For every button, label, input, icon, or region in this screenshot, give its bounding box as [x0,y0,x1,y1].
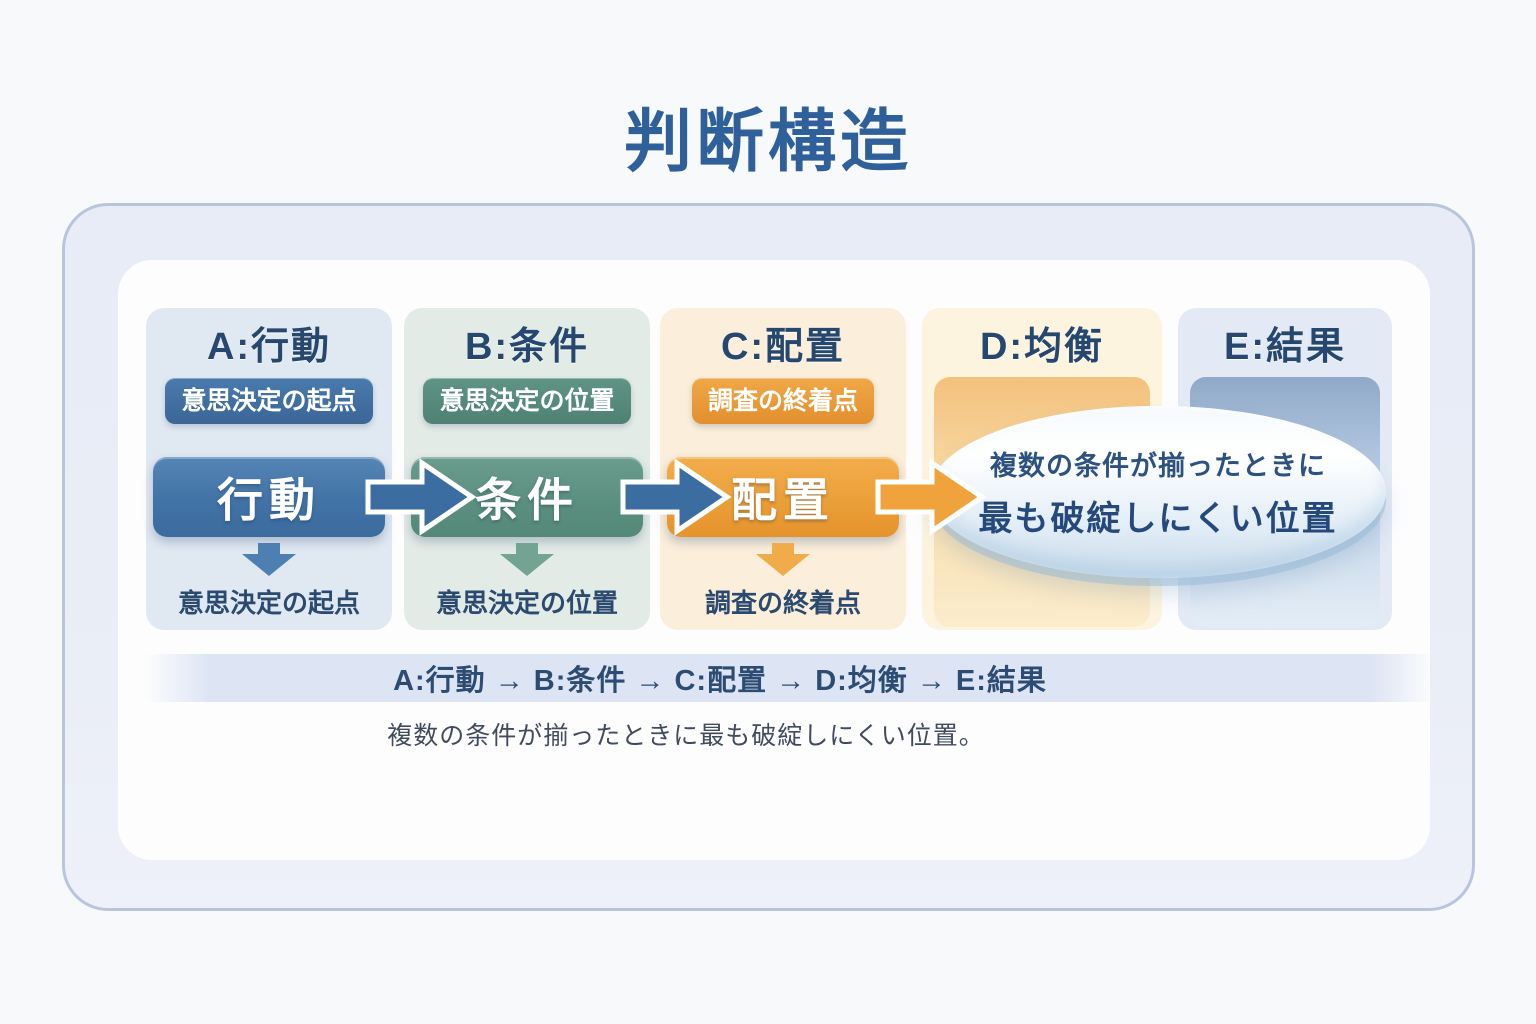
column-action-badge: 意思決定の起点 [165,378,373,424]
diagram-caption: 複数の条件が揃ったときに最も破綻しにくい位置。 [118,716,1430,752]
column-action: A:行動 意思決定の起点 行動 意思決定の起点 [146,308,392,630]
column-equilibrium-header: D:均衡 [979,326,1105,368]
result-ellipse-line1: 複数の条件が揃ったときに [990,451,1326,481]
down-arrow-icon [756,543,810,576]
diagram-container: A:行動 意思決定の起点 行動 意思決定の起点 B:条件 意思決定の位置 条件 … [62,203,1475,911]
arrow-placement-to-result-icon [875,458,987,536]
flow-summary-text: A:行動 → B:条件 → C:配置 → D:均衡 → E:結果 [393,665,1047,697]
down-arrow-icon [242,543,296,576]
column-action-box: 行動 [153,457,385,537]
result-ellipse: 複数の条件が揃ったときに 最も破綻しにくい位置 [930,406,1386,578]
column-result-header: E:結果 [1223,326,1346,368]
column-action-header: A:行動 [206,326,332,368]
arrow-condition-to-placement-icon [620,458,732,536]
column-placement: C:配置 調査の終着点 配置 調査の終着点 [660,308,906,630]
column-placement-badge: 調査の終着点 [691,378,874,424]
column-condition-label: 意思決定の位置 [435,588,618,618]
page-title: 判断構造 [623,104,912,180]
column-placement-header: C:配置 [720,326,846,368]
column-condition-header: B:条件 [464,326,590,368]
diagram-caption-text: 複数の条件が揃ったときに最も破綻しにくい位置。 [387,722,985,750]
column-condition-badge: 意思決定の位置 [423,378,631,424]
column-action-label: 意思決定の起点 [177,588,360,618]
down-arrow-icon [500,543,554,576]
arrow-action-to-condition-icon [365,458,477,536]
result-ellipse-line2: 最も破綻しにくい位置 [978,500,1338,538]
diagram-panel: A:行動 意思決定の起点 行動 意思決定の起点 B:条件 意思決定の位置 条件 … [118,260,1435,860]
column-placement-label: 調査の終着点 [704,588,861,618]
flow-summary-band: A:行動 → B:条件 → C:配置 → D:均衡 → E:結果 [145,654,1435,702]
